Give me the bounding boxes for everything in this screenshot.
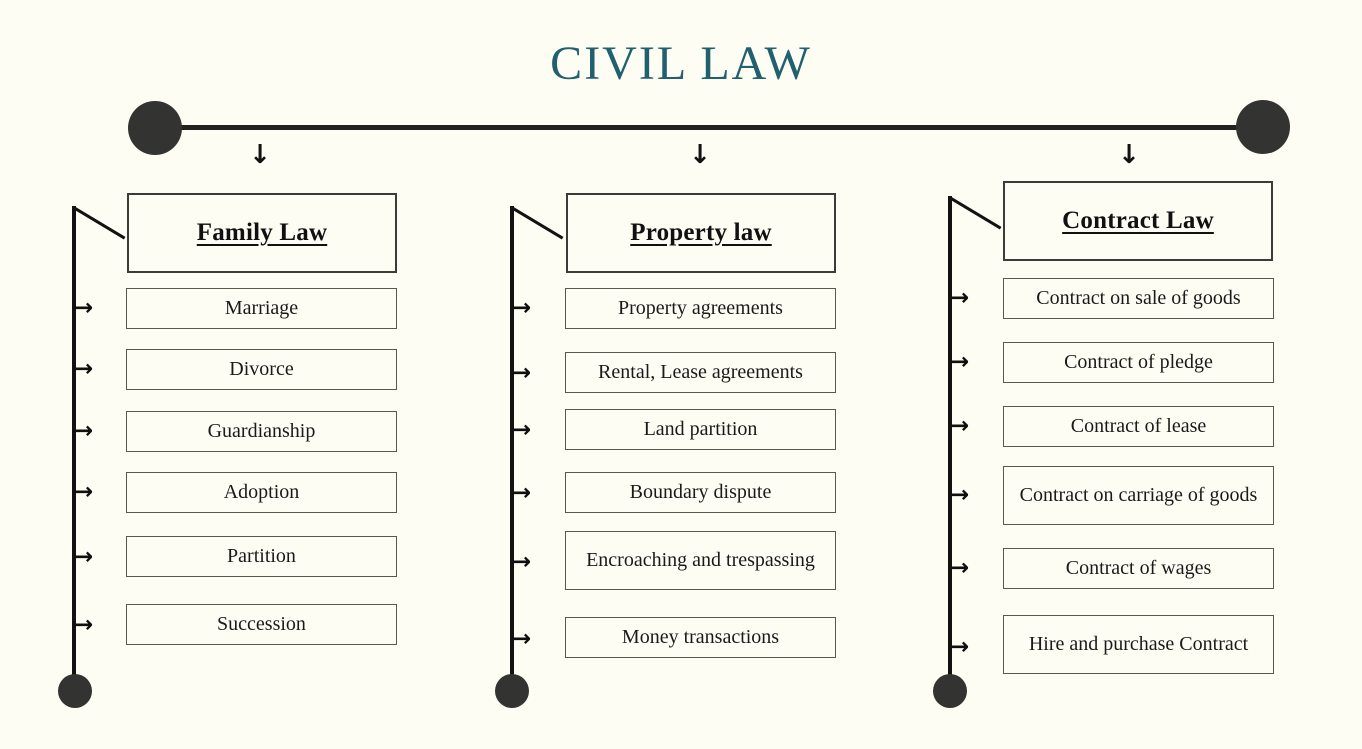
down-arrow-icon-1: ↓ bbox=[249, 140, 271, 170]
column-1-item-3[interactable]: Guardianship bbox=[126, 411, 397, 452]
column-2-item-4[interactable]: Boundary dispute bbox=[565, 472, 836, 513]
column-3-item-1[interactable]: Contract on sale of goods bbox=[1003, 278, 1274, 319]
column-3-item-4[interactable]: Contract on carriage of goods bbox=[1003, 466, 1274, 525]
column-3-item-2[interactable]: Contract of pledge bbox=[1003, 342, 1274, 383]
column-3-row-arrow-4: → bbox=[950, 482, 970, 508]
column-1-spine bbox=[72, 206, 76, 686]
column-3-row-arrow-6: → bbox=[950, 634, 970, 660]
column-2-elbow-connector bbox=[510, 206, 564, 240]
column-1-item-4[interactable]: Adoption bbox=[126, 472, 397, 513]
column-2-row-arrow-4: → bbox=[512, 480, 532, 506]
column-3-item-6[interactable]: Hire and purchase Contract bbox=[1003, 615, 1274, 674]
column-2-heading-box[interactable]: Property law bbox=[566, 193, 836, 273]
column-2-heading-label: Property law bbox=[630, 219, 772, 246]
column-1-item-1[interactable]: Marriage bbox=[126, 288, 397, 329]
column-2-row-arrow-1: → bbox=[512, 295, 532, 321]
page-title: CIVIL LAW bbox=[550, 37, 812, 90]
top-right-node-dot bbox=[1236, 100, 1290, 154]
column-3-spine bbox=[948, 196, 952, 686]
column-3-item-3[interactable]: Contract of lease bbox=[1003, 406, 1274, 447]
column-3-elbow-connector bbox=[948, 196, 1002, 230]
column-2-item-6[interactable]: Money transactions bbox=[565, 617, 836, 658]
column-2-row-arrow-3: → bbox=[512, 417, 532, 443]
column-2-spine bbox=[510, 206, 514, 686]
column-1-item-2[interactable]: Divorce bbox=[126, 349, 397, 390]
column-3-item-5[interactable]: Contract of wages bbox=[1003, 548, 1274, 589]
column-1-bottom-node-dot bbox=[58, 674, 92, 708]
column-1-row-arrow-4: → bbox=[74, 479, 94, 505]
column-1-row-arrow-3: → bbox=[74, 418, 94, 444]
column-2-item-3[interactable]: Land partition bbox=[565, 409, 836, 450]
column-1-item-5[interactable]: Partition bbox=[126, 536, 397, 577]
column-2-item-2[interactable]: Rental, Lease agreements bbox=[565, 352, 836, 393]
column-3-row-arrow-2: → bbox=[950, 349, 970, 375]
column-1-heading-box[interactable]: Family Law bbox=[127, 193, 397, 273]
column-1-row-arrow-5: → bbox=[74, 544, 94, 570]
column-3-heading-box[interactable]: Contract Law bbox=[1003, 181, 1273, 261]
top-connector-line bbox=[152, 125, 1265, 130]
column-3-row-arrow-3: → bbox=[950, 413, 970, 439]
column-2-bottom-node-dot bbox=[495, 674, 529, 708]
column-1-item-6[interactable]: Succession bbox=[126, 604, 397, 645]
column-1-row-arrow-1: → bbox=[74, 295, 94, 321]
column-1-heading-label: Family Law bbox=[196, 219, 328, 246]
column-2-item-1[interactable]: Property agreements bbox=[565, 288, 836, 329]
column-2-item-5[interactable]: Encroaching and trespassing bbox=[565, 531, 836, 590]
column-2-row-arrow-6: → bbox=[512, 626, 532, 652]
column-3-bottom-node-dot bbox=[933, 674, 967, 708]
down-arrow-icon-3: ↓ bbox=[1118, 140, 1140, 170]
column-2-row-arrow-2: → bbox=[512, 360, 532, 386]
column-1-row-arrow-6: → bbox=[74, 612, 94, 638]
top-left-node-dot bbox=[128, 101, 182, 155]
down-arrow-icon-2: ↓ bbox=[689, 140, 711, 170]
column-2-row-arrow-5: → bbox=[512, 549, 532, 575]
column-3-row-arrow-1: → bbox=[950, 285, 970, 311]
column-3-row-arrow-5: → bbox=[950, 555, 970, 581]
column-3-heading-label: Contract Law bbox=[1062, 207, 1214, 234]
column-1-row-arrow-2: → bbox=[74, 356, 94, 382]
column-1-elbow-connector bbox=[72, 206, 126, 240]
